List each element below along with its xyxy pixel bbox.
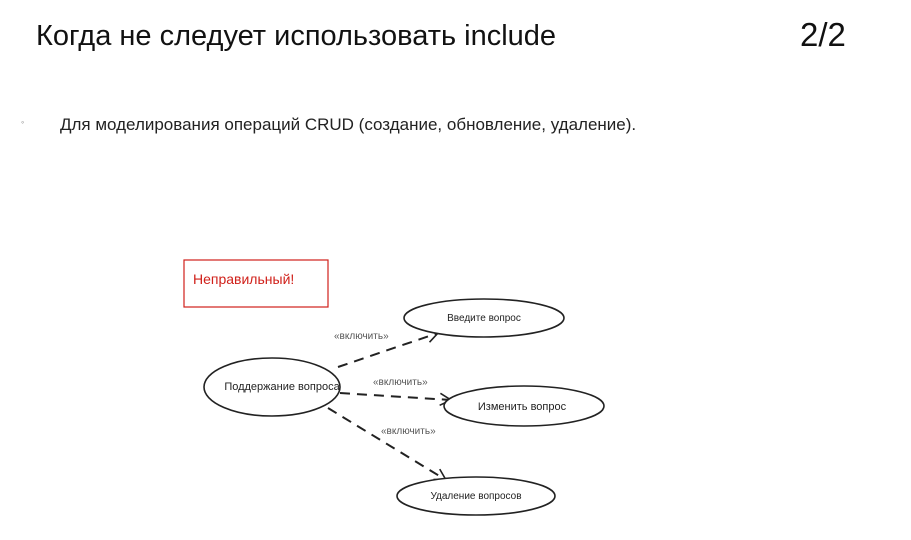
include-label-3: «включить» [381,426,436,437]
include-relation-2 [339,392,453,407]
slide-title: Когда не следует использовать include [36,20,557,52]
use-case-edit-question-label: Изменить вопрос [478,401,567,413]
use-case-enter-question-label: Введите вопрос [447,313,521,324]
use-case-enter-question [403,298,565,338]
use-case-edit-question [443,385,605,427]
bullet-item: Для моделирования операций CRUD (создани… [60,115,637,134]
include-label-1: «включить» [334,331,389,342]
include-relation-1 [337,330,440,368]
page-counter: 2/2 [800,16,846,53]
use-case-source [203,357,341,417]
include-label-2: «включить» [373,377,428,388]
use-case-delete-questions-label: Удаление вопросов [430,491,521,502]
warning-box [183,259,329,308]
warning-label: Неправильный! [193,271,294,287]
use-case-source-label: Поддержание вопроса [224,381,340,393]
include-relation-3 [327,407,448,481]
bullet-marker-icon: ◦ [21,117,25,127]
use-case-delete-questions [396,476,556,516]
